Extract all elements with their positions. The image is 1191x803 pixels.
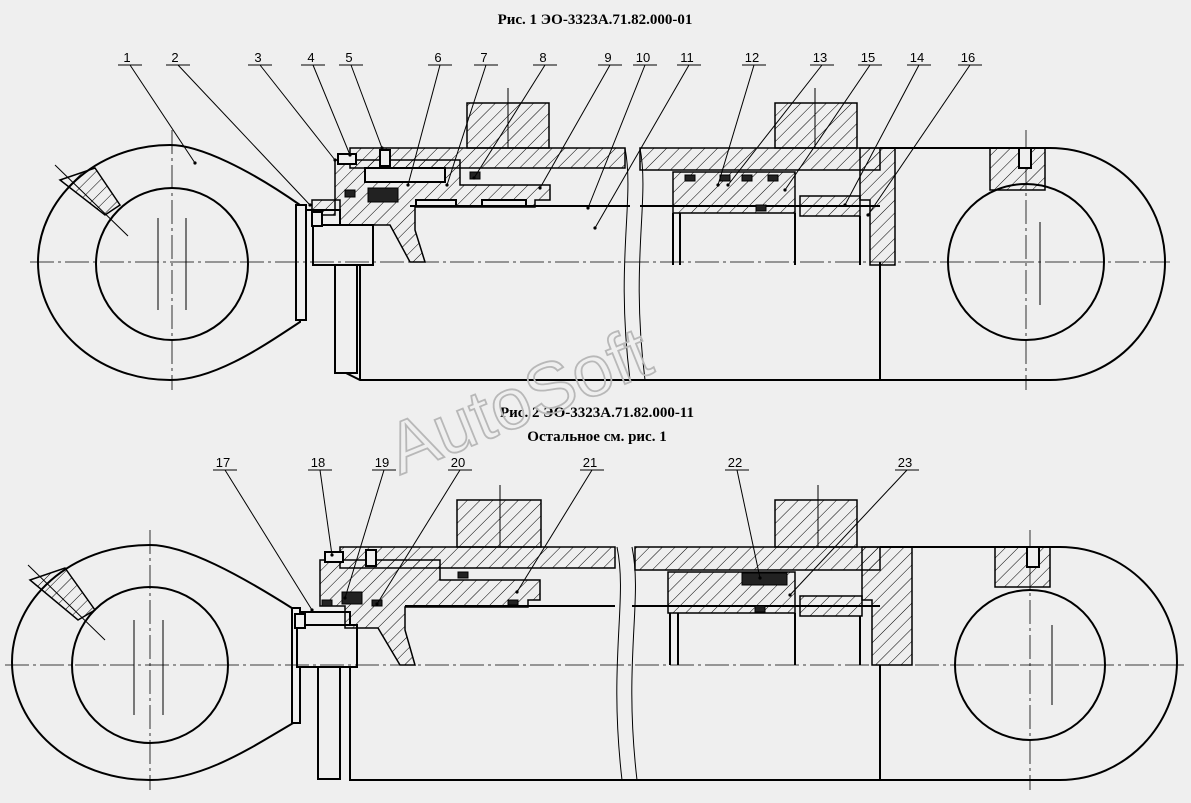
callout-dot bbox=[788, 593, 792, 597]
callout-leader bbox=[319, 469, 333, 556]
fig2-piston bbox=[667, 546, 913, 666]
callout-dot bbox=[380, 146, 384, 150]
callout-leader bbox=[594, 64, 690, 229]
callout-dot bbox=[783, 188, 787, 192]
callout-leader bbox=[727, 64, 823, 186]
callout-dot bbox=[310, 608, 314, 612]
callout-label-2: 2 bbox=[171, 50, 178, 65]
callout-leader bbox=[473, 64, 546, 179]
callout-leader bbox=[516, 469, 593, 593]
callout-dot bbox=[375, 602, 379, 606]
figure-1-title: Рис. 1 ЭО-3323А.71.82.000-01 bbox=[498, 12, 693, 28]
callout-leader bbox=[407, 64, 441, 186]
callout-leader bbox=[129, 64, 196, 164]
fig1-piston bbox=[672, 147, 896, 266]
callout-dot bbox=[843, 203, 847, 207]
callout-dot bbox=[586, 206, 590, 210]
figure-1: Рис. 1 ЭО-3323А.71.82.000-01 bbox=[30, 12, 1170, 390]
callout-dot bbox=[348, 153, 352, 157]
callout-label-1: 1 bbox=[123, 50, 130, 65]
callout-dot bbox=[343, 596, 347, 600]
fig2-rod bbox=[291, 605, 881, 781]
callout-dot bbox=[308, 203, 312, 207]
fig1-left-eye bbox=[36, 130, 301, 390]
callout-leader bbox=[376, 469, 461, 605]
callout-dot bbox=[758, 576, 762, 580]
callout-leader bbox=[539, 64, 611, 189]
callout-label-7: 7 bbox=[480, 50, 487, 65]
watermark: AutoSoft bbox=[376, 312, 662, 490]
figure-2-title: Рис. 2 ЭО-3323А.71.82.000-11 bbox=[500, 405, 694, 421]
callout-dot bbox=[330, 553, 334, 557]
callout-label-12: 12 bbox=[745, 50, 759, 65]
callout-leader bbox=[717, 64, 755, 186]
fig1-right-eye bbox=[947, 130, 1105, 390]
fig1-clamp-right bbox=[774, 102, 858, 149]
callout-dot bbox=[866, 213, 870, 217]
callout-leader bbox=[446, 64, 487, 186]
callout-dot bbox=[406, 183, 410, 187]
callout-leader bbox=[177, 64, 311, 206]
callout-label-17: 17 bbox=[216, 455, 230, 470]
callout-label-6: 6 bbox=[434, 50, 441, 65]
callout-leader bbox=[259, 64, 336, 161]
callout-label-4: 4 bbox=[307, 50, 314, 65]
callout-leader bbox=[784, 64, 871, 191]
callout-leader bbox=[350, 64, 383, 149]
callout-label-21: 21 bbox=[583, 455, 597, 470]
callout-leader bbox=[344, 469, 385, 599]
callout-leader bbox=[224, 469, 313, 611]
callout-leader bbox=[587, 64, 646, 209]
callout-label-20: 20 bbox=[451, 455, 465, 470]
callout-label-13: 13 bbox=[813, 50, 827, 65]
callout-label-8: 8 bbox=[539, 50, 546, 65]
callout-leader bbox=[312, 64, 351, 156]
callout-dot bbox=[593, 226, 597, 230]
callout-label-10: 10 bbox=[636, 50, 650, 65]
callout-label-16: 16 bbox=[961, 50, 975, 65]
callout-label-22: 22 bbox=[728, 455, 742, 470]
fig2-right-eye bbox=[954, 530, 1106, 790]
callout-leader bbox=[736, 469, 761, 579]
callout-label-15: 15 bbox=[861, 50, 875, 65]
callout-dot bbox=[716, 183, 720, 187]
callout-leader bbox=[789, 469, 908, 596]
callout-leader bbox=[844, 64, 920, 206]
callout-label-9: 9 bbox=[604, 50, 611, 65]
callout-dot bbox=[726, 183, 730, 187]
fig2-left-eye bbox=[10, 530, 296, 790]
callout-dot bbox=[333, 158, 337, 162]
callout-label-18: 18 bbox=[311, 455, 325, 470]
callout-dot bbox=[515, 590, 519, 594]
callout-label-5: 5 bbox=[345, 50, 352, 65]
callout-label-3: 3 bbox=[254, 50, 261, 65]
fig2-clamp-right bbox=[774, 499, 858, 548]
callout-label-14: 14 bbox=[910, 50, 924, 65]
figure-2: Рис. 2 ЭО-3323А.71.82.000-11 Остальное с… bbox=[5, 405, 1185, 790]
callout-dot bbox=[193, 161, 197, 165]
callout-label-11: 11 bbox=[680, 50, 694, 65]
callout-dot bbox=[472, 176, 476, 180]
fig2-clamp-left bbox=[456, 499, 542, 548]
callout-label-19: 19 bbox=[375, 455, 389, 470]
callout-dot bbox=[538, 186, 542, 190]
figure-2-subtitle: Остальное см. рис. 1 bbox=[527, 429, 666, 445]
callout-dot bbox=[445, 183, 449, 187]
callout-label-23: 23 bbox=[898, 455, 912, 470]
callout-leader bbox=[867, 64, 971, 216]
